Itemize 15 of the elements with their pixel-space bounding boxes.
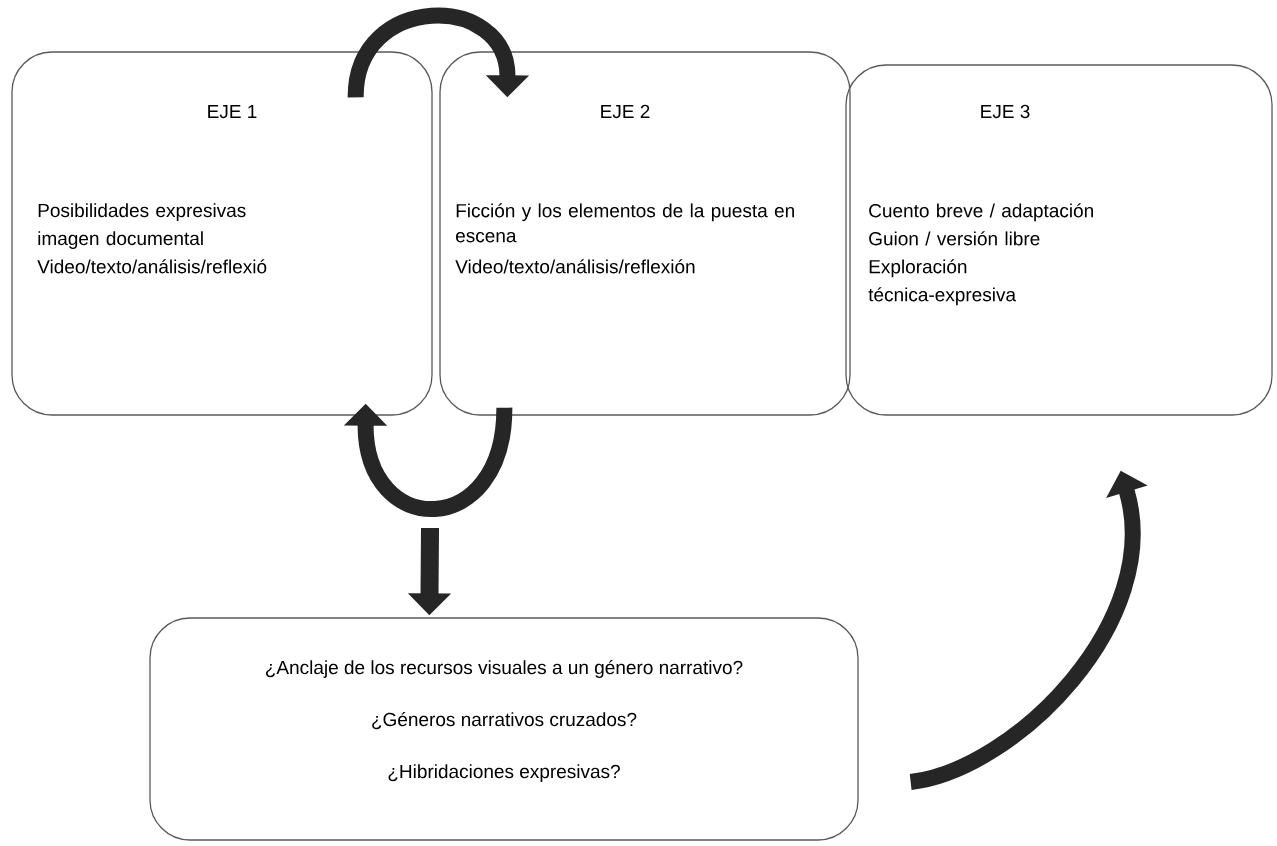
body-text: Posibilidades expresivas: [38, 203, 246, 221]
body-text: Ficción y los elementos de la puesta en escena: [456, 203, 794, 243]
body-text: Exploración: [869, 259, 967, 278]
question-text: ¿Hibridaciones expresivas?: [388, 764, 620, 782]
body-text: imagen documental: [38, 231, 203, 249]
body-text: Guion / versión libre: [869, 231, 1040, 246]
body-text: Video/texto/análisis/reflexió: [37, 259, 267, 274]
heading: EJE 3: [981, 104, 1030, 119]
heading: EJE 1: [208, 104, 257, 119]
question-text: ¿Anclaje de los recursos visuales a un género narrativo?: [266, 660, 743, 678]
body-text: Cuento breve / adaptación: [869, 203, 1093, 222]
question-text: ¿Géneros narrativos cruzados?: [372, 712, 637, 730]
body-text: técnica-expresiva: [868, 287, 1017, 306]
heading: EJE 2: [601, 104, 650, 119]
body-text: Video/texto/análisis/reflexión: [455, 259, 695, 274]
